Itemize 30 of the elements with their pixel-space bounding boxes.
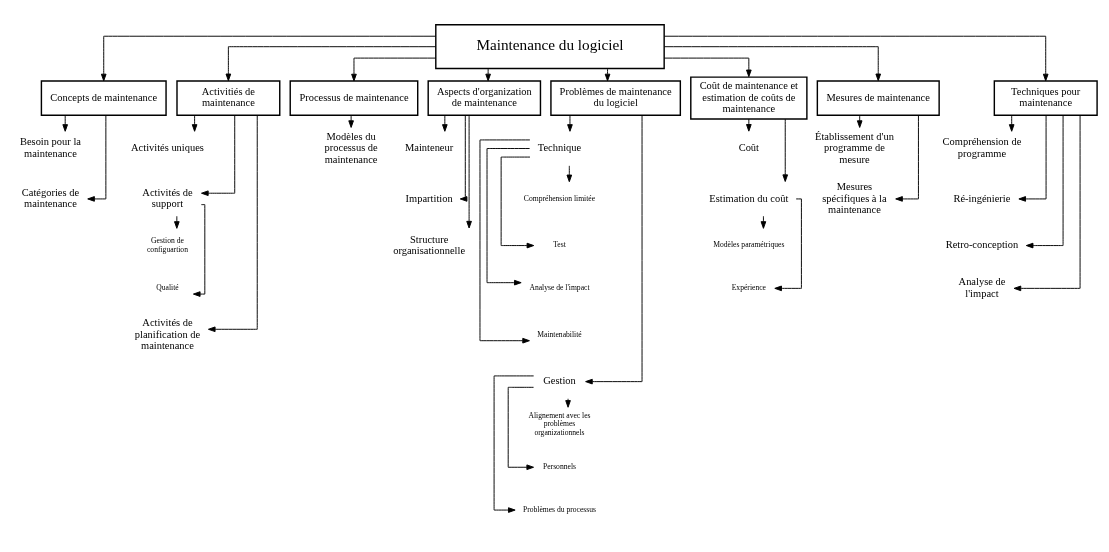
node-text: Compréhension de programme (942, 136, 1022, 159)
node-text: Impartition (405, 192, 453, 204)
node-text: Mainteneur (405, 142, 454, 154)
node-text: Besoin pour la maintenance (19, 136, 81, 159)
node-text: Analyse de l'impact (958, 276, 1006, 299)
node-text: Retro-conception (945, 239, 1019, 251)
node-text: Technique (537, 142, 582, 154)
node-text: Analyse de l'impact (529, 283, 590, 293)
node-text: Activités de planification de maintenance (134, 317, 201, 352)
node-text: Alignement avec les problèmes organizationnels (528, 410, 591, 437)
node-text: Expérience (731, 283, 766, 293)
node-text: Test (553, 240, 566, 250)
node-text: Coût (738, 142, 760, 154)
node-text: Modèles du processus de maintenance (324, 130, 378, 165)
node-text: Activités uniques (131, 142, 204, 154)
node-text: Problèmes du processus (522, 504, 597, 514)
node-text: Estimation du coût (709, 192, 789, 204)
node-text: Établissement d'un programme de mesure (815, 130, 894, 165)
node-text: Gestion (543, 375, 576, 387)
node-text: Qualité (156, 283, 179, 293)
node-text: Compréhension limitée (523, 193, 596, 203)
node-text: Structure organisationnelle (393, 233, 466, 256)
node-text: Gestion de configuartion (146, 236, 188, 254)
node-text: Personnels (543, 462, 576, 472)
node-text: Activités de support (142, 186, 193, 210)
node-text: Catégories de maintenance (21, 186, 80, 210)
node-text: Maintenabilité (537, 329, 582, 339)
node-text: Modèles paramétriques (713, 240, 785, 250)
node-text: Ré-ingénierie (953, 192, 1011, 204)
node-text: Mesures spécifiques à la maintenance (822, 181, 887, 216)
